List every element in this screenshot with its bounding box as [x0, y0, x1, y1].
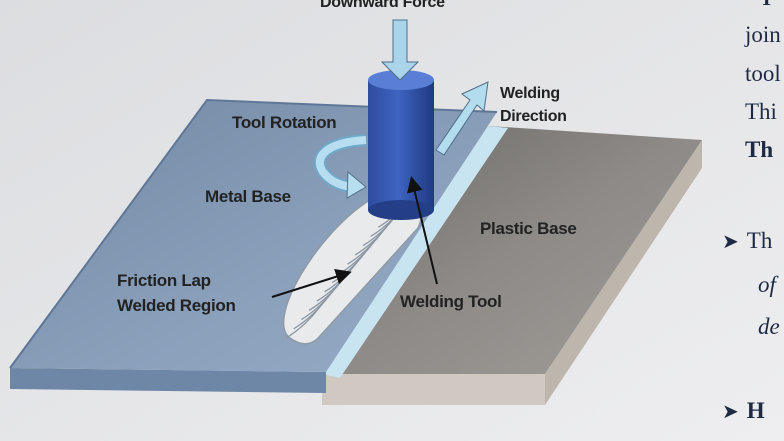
bullet-arrow-icon: ➤: [722, 401, 739, 423]
welding-tool-pointer: [407, 176, 438, 285]
welding-direction-line2: Direction: [500, 108, 567, 125]
tool-rotation-arrow: [313, 134, 367, 199]
plate-seam: [322, 126, 508, 378]
tool-rotation-label: Tool Rotation: [232, 113, 337, 132]
cropped-text-line: de: [758, 314, 780, 339]
friction-lap-label: Friction Lap Welded Region: [117, 268, 236, 318]
welding-direction-line1: Welding: [500, 85, 560, 102]
friction-lap-line1: Friction Lap: [117, 271, 211, 290]
cropped-text-fragment: T: [760, 0, 773, 11]
cropped-bullet: ➤H: [722, 398, 765, 424]
welding-direction-label: Welding Direction: [500, 82, 567, 128]
metal-base-label: Metal Base: [205, 187, 291, 206]
downward-force-label: Downward Force: [320, 0, 445, 11]
cropped-bullet-text: Th: [746, 228, 773, 253]
bullet-arrow-icon: ➤: [722, 231, 739, 253]
cropped-bullet-text: H: [746, 398, 765, 423]
cropped-bullet: ➤ Th: [722, 228, 772, 254]
welded-region-pointer: [271, 268, 352, 298]
friction-lap-line2: Welded Region: [117, 296, 236, 315]
welding-tool-label: Welding Tool: [400, 292, 502, 311]
plastic-base-plate: [322, 126, 702, 405]
plastic-base-label: Plastic Base: [480, 219, 577, 238]
downward-force-arrow: [380, 19, 420, 81]
welding-direction-arrow: [435, 81, 489, 156]
cropped-text-line: tool: [745, 61, 781, 86]
cropped-text-line: Th: [745, 137, 774, 162]
cropped-text-line: Thi: [745, 99, 777, 124]
cropped-text-line: join: [745, 22, 781, 47]
welding-tool: [368, 70, 434, 220]
cropped-text-line: of: [758, 272, 776, 297]
